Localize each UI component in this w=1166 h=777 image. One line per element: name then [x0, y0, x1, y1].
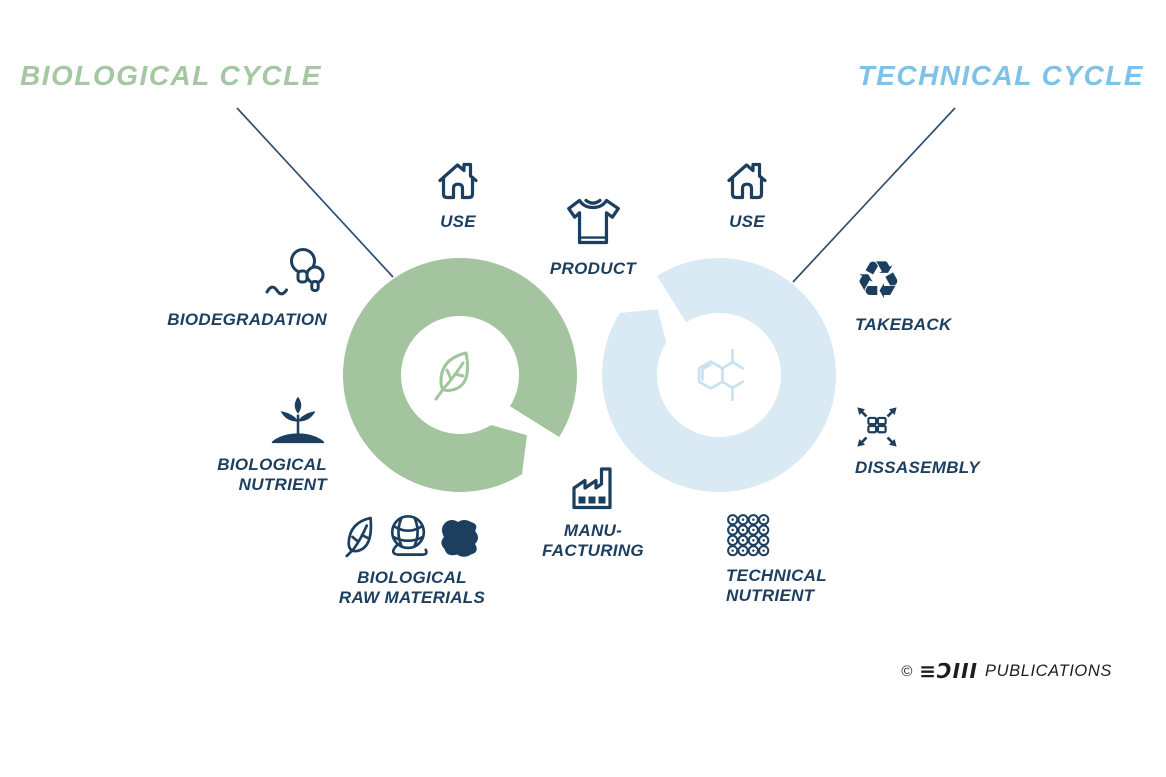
- publisher-logo: ≡ƆIII: [919, 659, 978, 683]
- node-biodegradation: BIODEGRADATION: [143, 247, 327, 330]
- technical-cycle-ring: [594, 250, 844, 500]
- leather-hide-icon: [441, 520, 478, 557]
- node-label-line1: BIOLOGICAL: [357, 568, 467, 587]
- chainmail-icon: [727, 514, 770, 557]
- node-label-line2: FACTURING: [542, 541, 644, 561]
- publisher-credit: © ≡ƆIII PUBLICATIONS: [901, 659, 1112, 683]
- technical-cycle-title: TECHNICAL CYCLE: [857, 60, 1144, 91]
- node-technical-nutrient: TECHNICAL NUTRIENT: [726, 513, 866, 607]
- node-takeback: ♻ TAKEBACK: [855, 251, 1015, 335]
- node-label: USE: [440, 212, 476, 231]
- factory-icon: [572, 467, 612, 510]
- biological-cycle-title: BIOLOGICAL CYCLE: [20, 60, 322, 91]
- node-manufacturing: MANU- FACTURING: [534, 462, 652, 562]
- biological-cycle-ring: [335, 250, 585, 500]
- house-icon: [438, 162, 478, 200]
- publisher-name: PUBLICATIONS: [984, 661, 1112, 680]
- tshirt-icon: [567, 198, 620, 245]
- node-label: TAKEBACK: [855, 315, 952, 334]
- node-product: PRODUCT: [534, 194, 652, 279]
- leaf-icon: [345, 516, 373, 558]
- copyright-symbol: ©: [901, 662, 913, 680]
- yarn-ball-icon: [390, 515, 428, 556]
- sprout-mound-icon: [271, 396, 325, 444]
- node-label: USE: [729, 212, 765, 231]
- node-label-line1: MANU-: [563, 521, 623, 540]
- node-label: BIODEGRADATION: [167, 310, 327, 329]
- node-use-technical: USE: [699, 159, 795, 232]
- node-label-line1: BIOLOGICAL: [217, 455, 327, 474]
- mushrooms-worm-icon: [265, 248, 325, 296]
- raw-materials-icons: [343, 511, 481, 559]
- recycle-icon: ♻: [855, 251, 902, 311]
- blue-ring-arrow: [602, 258, 837, 493]
- node-label-line2: NUTRIENT: [726, 586, 815, 606]
- node-label-line2: RAW MATERIALS: [338, 588, 486, 608]
- node-use-biological: USE: [408, 159, 508, 232]
- leaf-icon: [434, 351, 470, 401]
- node-label: DISSASEMBLY: [855, 458, 980, 477]
- node-dissasembly: DISSASEMBLY: [855, 405, 1025, 478]
- node-label-line1: TECHNICAL: [726, 566, 827, 585]
- house-icon: [727, 162, 767, 200]
- expand-arrows-icon: [857, 407, 897, 447]
- node-label: PRODUCT: [549, 259, 637, 278]
- molecule-icon: [697, 348, 745, 402]
- node-biological-nutrient: BIOLOGICAL NUTRIENT: [199, 393, 327, 496]
- green-ring-arrow: [342, 257, 577, 492]
- node-label-line2: NUTRIENT: [238, 475, 327, 495]
- node-biological-raw-materials: BIOLOGICAL RAW MATERIALS: [326, 511, 498, 609]
